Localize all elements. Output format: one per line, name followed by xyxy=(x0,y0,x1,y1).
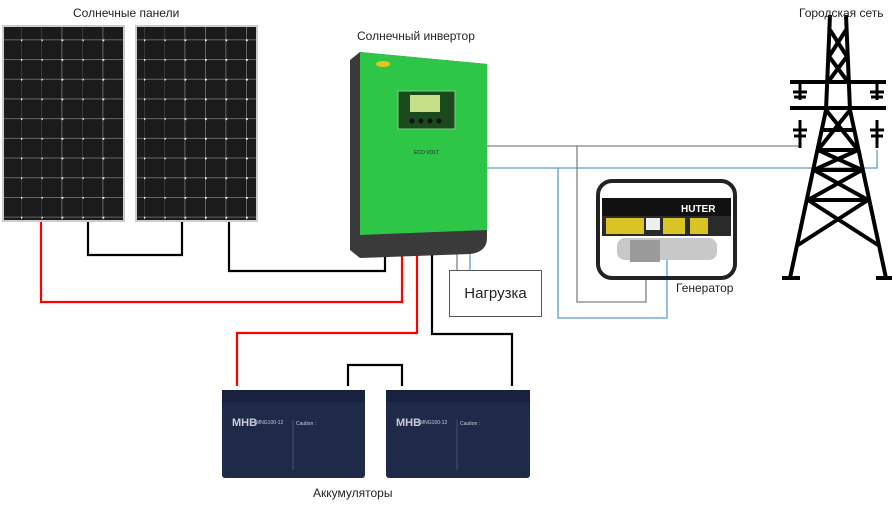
inverter-brand: ECO VOLT xyxy=(414,150,439,156)
battery-caution: Caution : xyxy=(460,421,480,427)
wire-panel-negative xyxy=(227,222,387,273)
solar-panels-label: Солнечные панели xyxy=(73,6,180,20)
batteries-label: Аккумуляторы xyxy=(313,486,393,500)
battery-2: MHB MNG100-12 Caution : xyxy=(386,390,530,478)
wire-generator-line xyxy=(576,146,647,303)
battery-model: MNG100-12 xyxy=(256,420,283,426)
wire-battery-series xyxy=(346,363,404,386)
battery-brand: MHB xyxy=(232,417,257,429)
wire-battery-negative xyxy=(430,250,514,386)
solar-inverter: ECO VOLT xyxy=(350,52,487,258)
wire-battery-positive xyxy=(235,250,419,386)
power-tower-icon xyxy=(782,14,892,280)
battery-model: MNG100-12 xyxy=(420,420,447,426)
load-box: Нагрузка xyxy=(449,270,542,317)
wire-grid-neutral xyxy=(485,150,878,169)
generator-brand: HUTER xyxy=(681,204,716,215)
battery-brand: MHB xyxy=(396,417,421,429)
grid-label: Городская сеть xyxy=(799,6,884,20)
wire-generator-neutral xyxy=(557,168,668,319)
wire-panel-positive xyxy=(39,222,404,304)
battery-1: MHB MNG100-12 Caution : xyxy=(222,390,365,478)
generator: HUTER xyxy=(596,179,737,280)
inverter-label: Солнечный инвертор xyxy=(357,29,475,43)
solar-panel-1 xyxy=(2,25,125,222)
battery-caution: Caution : xyxy=(296,421,316,427)
load-label: Нагрузка xyxy=(464,285,527,302)
generator-label: Генератор xyxy=(676,281,734,295)
wire-panel-series xyxy=(86,222,184,257)
solar-panel-2 xyxy=(135,25,258,222)
